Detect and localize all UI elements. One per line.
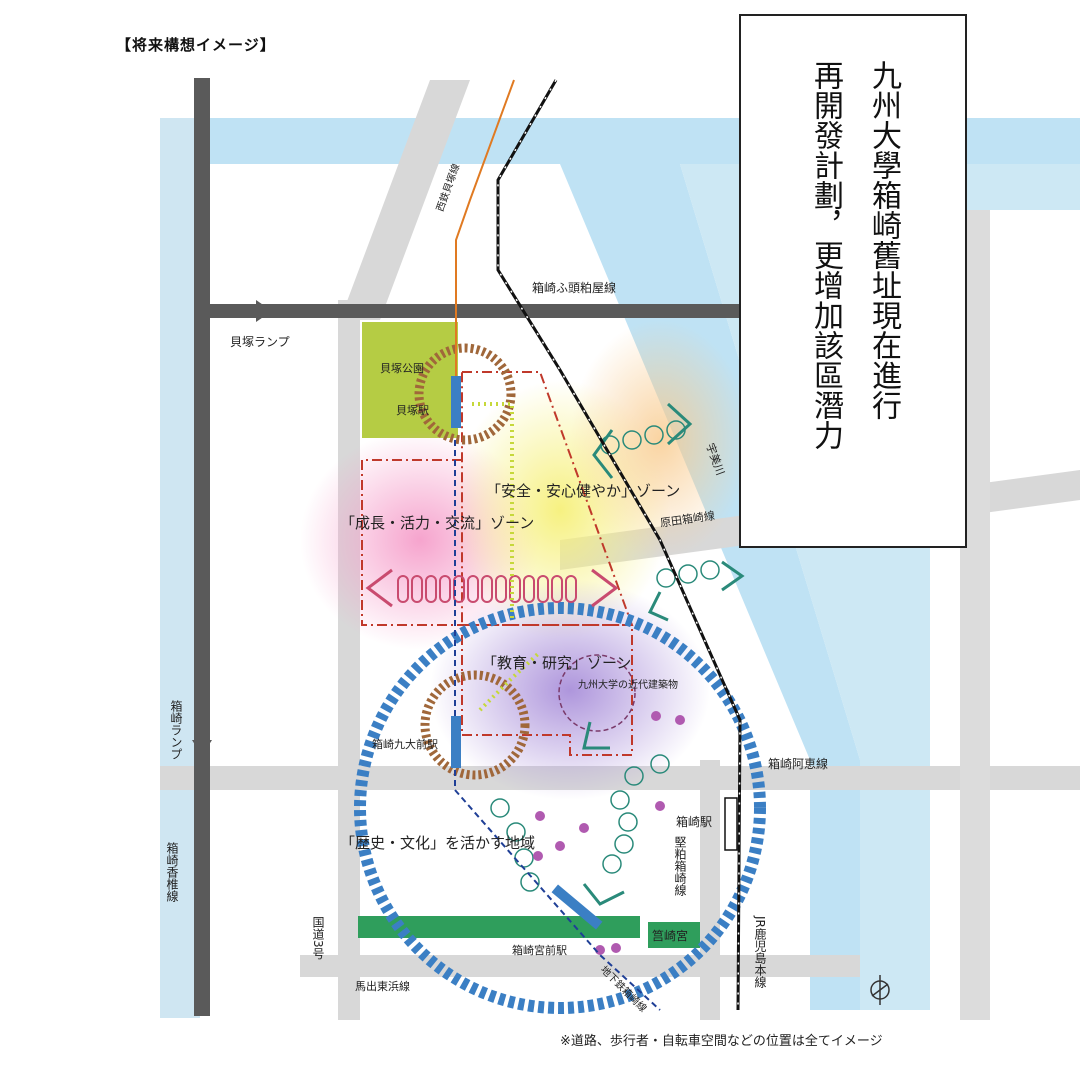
hakozakigu-box [648,922,700,948]
green-circle-path-east [656,560,720,588]
label-hakozaki-aie-line: 箱崎阿恵線 [768,756,828,771]
green-dotted-path [472,402,514,620]
historic-sites [533,711,685,955]
label-hakozakigu: 筥崎宮 [652,928,688,943]
label-hakozaki-ramp: 箱崎ランプ [169,699,183,760]
kaizuka-ring [414,343,516,445]
label-national-route-3: 国道3号 [311,916,325,960]
road-kaizuka-ramp-horizontal [200,304,740,318]
kaizuka-park-area [362,322,458,438]
label-kaizuka-park: 貝塚公園 [380,362,424,375]
jr-line [496,79,742,1011]
label-hakozakigu-station: 箱崎宮前駅 [512,943,567,957]
label-kaizuka-station: 貝塚駅 [396,404,429,417]
chevron-kyudai [582,721,610,750]
callout-box [739,14,967,548]
north-arrow-icon [870,975,890,1005]
road-hakozaki-ramp-vertical [194,78,210,1016]
green-circle-path-south [490,754,670,892]
diagonal-road-nw [340,80,470,320]
label-hakozaki-fukuoka-line: 箱崎ふ頭粕屋線 [532,280,616,295]
education-zone-glow [430,580,710,800]
education-zone-border [461,624,633,756]
callout-line-2: 再開發計劃，更增加該區潛力 [808,60,843,450]
growth-zone-border [361,459,462,626]
label-hakozaki-kashii-line: 箱崎香椎線 [165,841,179,902]
label-badehigashi-line: 馬出東浜線 [355,979,410,993]
chevron-north [666,402,693,446]
zone-history-label: 「歴史・文化」を活かす地域 [340,834,535,852]
label-nishitetsu-line: 西鉄貝塚線 [433,162,462,213]
road-h-badehigashi [300,955,860,977]
label-jr-line: JR鹿児島本線 [753,915,767,988]
river-east [560,164,860,1010]
hakozakigu-station-mark [551,884,603,930]
zone-safety-label: 「安全・安心健やか」ゾーン [486,482,680,500]
label-hakozaki-kyudai-station: 箱崎九大前駅 [372,737,438,751]
subway-line [454,440,661,1011]
label-kaizuka-ramp: 貝塚ランプ [230,335,290,349]
walkway-ovals [397,575,577,603]
kyudai-station-mark [451,716,461,768]
road-v-mid [700,760,720,1020]
kyudai-modern-ring [558,654,636,732]
label-kenkasu-line: 堅粕箱崎線 [673,836,687,896]
road-v-west [338,300,360,1020]
footnote: ※道路、歩行者・自転車空間などの位置は全てイメージ [560,1034,883,1049]
zone-education-label: 「教育・研究」ゾーン [482,654,631,672]
chevron-northwest [592,429,614,479]
map-heading: 【将来構想イメージ】 [116,36,276,54]
green-dotted-path-2 [478,650,542,712]
label-kyudai-modern: 九州大学の近代建築物 [578,678,678,691]
history-ring [354,602,766,1014]
kaizuka-station-mark [451,376,461,428]
label-hakozaki-station: 箱崎駅 [676,814,712,829]
chevron-east-2 [647,591,669,622]
hakozaki-station-mark [724,797,738,851]
kaizuka-arrow [256,300,272,322]
chevron-south [582,883,625,906]
kyudai-ring [420,670,530,780]
zone-growth-label: 「成長・活力・交流」ゾーン [340,514,534,532]
east-glow [570,320,750,560]
walkway-chevron-left [365,568,393,608]
nishitetsu-line [455,79,515,420]
chevron-east [721,560,745,592]
west-canal [160,118,200,1018]
hakozaki-arrow [192,740,212,756]
walkway-chevron-right [591,568,619,608]
callout-line-1: 九州大學箱崎舊址現在進行 [866,60,901,420]
